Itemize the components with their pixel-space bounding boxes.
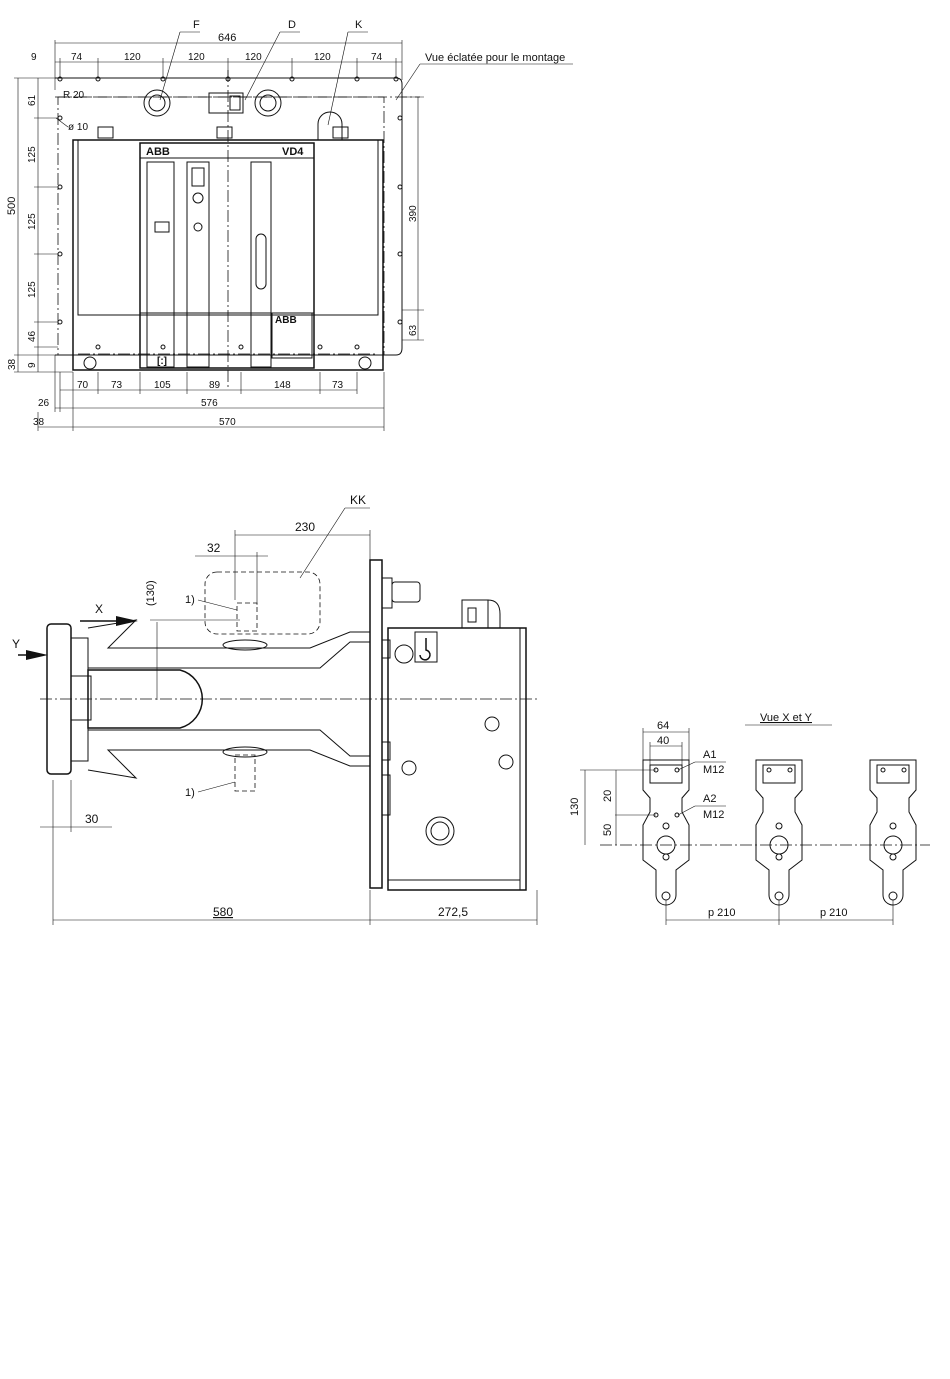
dim-576: 576 bbox=[201, 398, 218, 409]
dim-105: 105 bbox=[154, 380, 171, 391]
dim-seg4: 120 bbox=[245, 52, 262, 63]
drive-shaft bbox=[426, 817, 454, 845]
dim-148: 148 bbox=[274, 380, 291, 391]
brand-logo: ABB bbox=[146, 146, 170, 158]
detail-title: Vue X et Y bbox=[760, 712, 813, 724]
dim-seg3: 120 bbox=[188, 52, 205, 63]
mechanism-column bbox=[147, 162, 174, 367]
lower-arm bbox=[88, 730, 370, 778]
dim-230: 230 bbox=[295, 520, 315, 534]
dim-73b: 73 bbox=[332, 380, 344, 391]
label-k: K bbox=[355, 19, 363, 31]
dim-26: 26 bbox=[38, 398, 50, 409]
dim-570: 570 bbox=[219, 417, 236, 428]
exploded-view-note: Vue éclatée pour le montage bbox=[425, 52, 565, 64]
dim-32: 32 bbox=[207, 541, 221, 555]
terminal-1 bbox=[643, 760, 689, 905]
tab bbox=[217, 127, 232, 138]
dim-130: 130 bbox=[569, 798, 581, 816]
dim-pitch-1: p 210 bbox=[708, 907, 736, 919]
label-kk: KK bbox=[350, 493, 366, 507]
brand-logo-small: ABB bbox=[275, 315, 297, 326]
dim-63: 63 bbox=[408, 324, 419, 336]
terminal-2 bbox=[756, 760, 802, 905]
tab bbox=[98, 127, 113, 138]
mechanism-housing bbox=[388, 628, 526, 890]
tab bbox=[333, 127, 348, 138]
detail-view: Vue X et Y bbox=[569, 712, 930, 925]
dim-89: 89 bbox=[209, 380, 221, 391]
label-a2: A2 bbox=[703, 793, 716, 805]
label-d: D bbox=[288, 19, 296, 31]
label-y: Y bbox=[12, 637, 20, 651]
dim-125b: 125 bbox=[27, 213, 38, 230]
arrow-y bbox=[26, 650, 48, 660]
dim-overall-width: 646 bbox=[218, 32, 236, 44]
back-plate bbox=[370, 560, 382, 888]
bottom-hole-right bbox=[359, 357, 371, 369]
label-f: F bbox=[193, 19, 200, 31]
arrow-x bbox=[116, 616, 138, 626]
label-m12-a: M12 bbox=[703, 764, 724, 776]
front-view: ABB VD4 ABB [:] 646 9 74 bbox=[6, 19, 573, 431]
bushing-d bbox=[209, 90, 281, 116]
dim-seg6: 74 bbox=[371, 52, 383, 63]
upper-arm bbox=[88, 620, 370, 668]
dim-pitch-2: p 210 bbox=[820, 907, 848, 919]
note-1-top: 1) bbox=[185, 594, 195, 606]
corner-radius: R 20 bbox=[63, 90, 85, 101]
front-cover bbox=[140, 143, 314, 368]
dim-height-500: 500 bbox=[6, 197, 18, 215]
plate-centerline-frame bbox=[58, 97, 384, 355]
dim-125a: 125 bbox=[27, 146, 38, 163]
dim-38-left: 38 bbox=[7, 358, 18, 370]
dim-seg1: 74 bbox=[71, 52, 83, 63]
dim-580: 580 bbox=[213, 905, 233, 919]
label-a1: A1 bbox=[703, 749, 716, 761]
model-label: VD4 bbox=[282, 146, 304, 158]
contact-arm-kk bbox=[205, 572, 320, 634]
fixing-hole bbox=[499, 755, 513, 769]
hook-icon bbox=[420, 638, 430, 660]
dim-125c: 125 bbox=[27, 281, 38, 298]
dim-30: 30 bbox=[85, 812, 99, 826]
dim-61: 61 bbox=[27, 94, 38, 106]
bushing-f bbox=[144, 90, 170, 116]
dim-50: 50 bbox=[602, 824, 614, 836]
side-view: X Y 230 32 (130) 1) 1) KK 30 580 272,5 bbox=[12, 493, 540, 925]
terminal-3 bbox=[870, 760, 916, 905]
dim-seg2: 120 bbox=[124, 52, 141, 63]
dim-70: 70 bbox=[77, 380, 89, 391]
dim-20: 20 bbox=[602, 790, 614, 802]
dim-130-paren: (130) bbox=[145, 580, 157, 606]
dim-9: 9 bbox=[27, 362, 38, 368]
fixing-hole bbox=[485, 717, 499, 731]
dim-272-5: 272,5 bbox=[438, 905, 468, 919]
dim-left-offset: 9 bbox=[31, 52, 37, 63]
label-x: X bbox=[95, 602, 103, 616]
dim-46: 46 bbox=[27, 330, 38, 342]
svg-text:[:]: [:] bbox=[157, 356, 167, 367]
side-fixing-holes bbox=[58, 116, 402, 349]
bottom-hole-left bbox=[84, 357, 96, 369]
label-m12-b: M12 bbox=[703, 809, 724, 821]
dim-40: 40 bbox=[657, 735, 669, 747]
spring-column bbox=[251, 162, 271, 367]
note-1-bottom: 1) bbox=[185, 787, 195, 799]
dim-73a: 73 bbox=[111, 380, 123, 391]
fixing-hole bbox=[402, 761, 416, 775]
hole-diameter: ø 10 bbox=[68, 122, 88, 133]
dim-seg5: 120 bbox=[314, 52, 331, 63]
dim-390: 390 bbox=[408, 205, 419, 222]
dim-38-bottom: 38 bbox=[33, 417, 45, 428]
dim-64: 64 bbox=[657, 720, 669, 732]
